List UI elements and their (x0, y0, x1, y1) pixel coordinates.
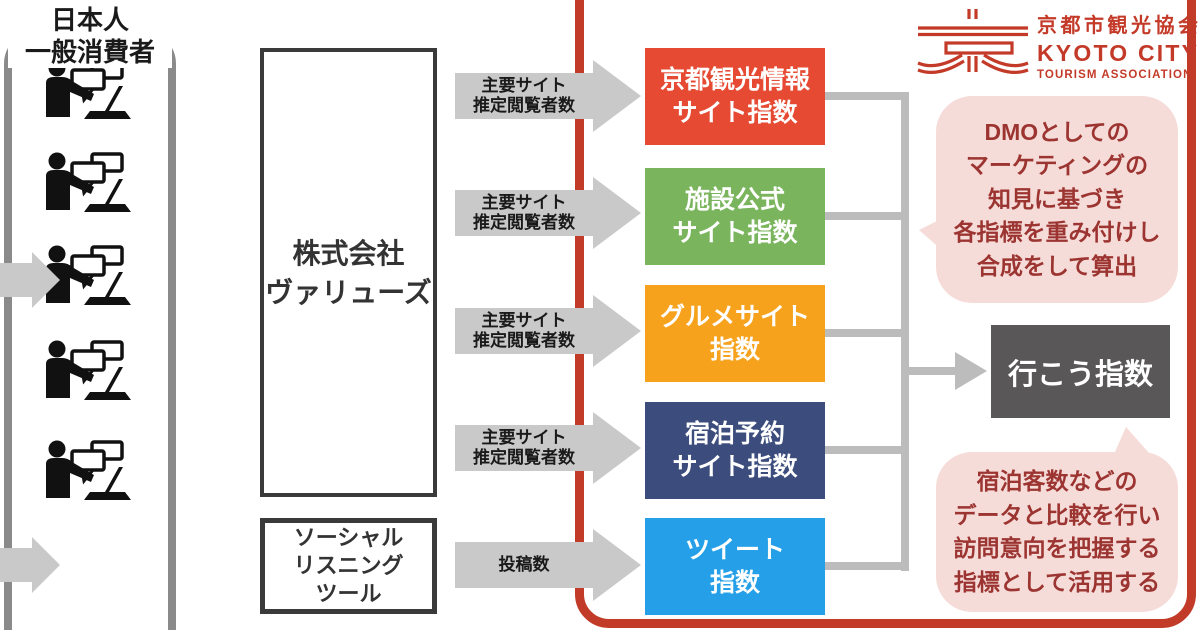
logo-en-name-line1: KYOTO CITY (1037, 40, 1200, 66)
index-box-tweet: ツイート指数 (645, 518, 825, 615)
consumers-title-line2: 一般消費者 (24, 37, 155, 67)
bubble-line: 知見に基づき (988, 185, 1126, 212)
index-box-gourmet-site: グルメサイト指数 (645, 285, 825, 382)
result-box-label: 行こう指数 (1007, 358, 1153, 391)
connector-vertical-line (901, 92, 909, 571)
bubble-line: 訪問意向を把握する (953, 535, 1161, 561)
bubble-weighting-note: DMOとしての マーケティングの 知見に基づき 各指標を重み付けし 合成をして算… (919, 96, 1178, 303)
person-at-laptop-icon (40, 152, 136, 216)
values-company-line1: 株式会社 (292, 237, 405, 269)
index-box-line2: サイト指数 (672, 98, 798, 127)
arrow-label: 主要サイト (481, 428, 567, 447)
index-box-facility-official-site: 施設公式サイト指数 (645, 168, 825, 265)
connector-line (820, 562, 905, 570)
arrow-label: 主要サイト (481, 193, 567, 212)
arrow-label: 推定閲覧者数 (473, 448, 575, 467)
index-box-kyoto-tourism-site: 京都観光情報サイト指数 (645, 48, 825, 145)
arrow-label: 推定閲覧者数 (473, 96, 575, 115)
values-company-box: 株式会社 ヴァリューズ (260, 48, 437, 497)
person-at-laptop-icon (40, 340, 136, 404)
index-box-line2: サイト指数 (672, 452, 798, 481)
arrow-post-count: 投稿数 (455, 529, 641, 601)
bubble-line: 宿泊客数などの (976, 468, 1138, 494)
arrow-label: 推定閲覧者数 (473, 331, 575, 350)
arrow-site-viewers-3: 主要サイト推定閲覧者数 (455, 295, 641, 367)
index-box-line2: 指数 (709, 568, 760, 597)
person-at-laptop-icon (40, 59, 136, 123)
arrow-site-viewers-4: 主要サイト推定閲覧者数 (455, 412, 641, 484)
social-box-line1: ソーシャル (293, 525, 404, 550)
arrow-site-viewers-2: 主要サイト推定閲覧者数 (455, 177, 641, 249)
connector-line (820, 92, 905, 100)
connector-line (820, 329, 905, 337)
arrow-to-result-head (955, 352, 987, 390)
bubble-line: 合成をして算出 (976, 252, 1138, 279)
arrow-label: 推定閲覧者数 (473, 213, 575, 232)
bubble-line: 指標として活用する (953, 568, 1161, 595)
arrow-label: 投稿数 (498, 555, 550, 574)
result-box-lets-go-index: 行こう指数 (991, 325, 1170, 418)
index-box-line1: グルメサイト (659, 302, 810, 331)
arrow-label: 主要サイト (481, 76, 567, 95)
values-company-line2: ヴァリューズ (265, 276, 432, 308)
index-box-line1: 施設公式 (684, 185, 785, 214)
index-box-line2: 指数 (709, 335, 760, 364)
kyoto-kyo-emblem-icon (913, 6, 1033, 78)
logo-en-name-line2: TOURISM ASSOCIATION (1037, 69, 1193, 81)
arrow-to-result (905, 367, 957, 375)
social-box-line3: ツール (315, 581, 382, 606)
index-box-line1: 京都観光情報 (659, 65, 810, 94)
arrow-consumers-to-social (0, 537, 60, 593)
arrow-consumers-to-values (0, 252, 60, 308)
consumers-title-line1: 日本人 (50, 5, 129, 35)
bubble-line: データと比較を行い (953, 501, 1161, 528)
consumers-title: 日本人 一般消費者 (8, 4, 172, 68)
logo-text-block: 京都市観光協会 KYOTO CITY TOURISM ASSOCIATION (1037, 9, 1200, 81)
bubble-line: マーケティングの (965, 152, 1149, 179)
person-at-laptop-icon (40, 440, 136, 504)
index-box-line1: ツイート (684, 535, 785, 564)
arrow-site-viewers-1: 主要サイト推定閲覧者数 (455, 60, 641, 132)
bubble-usage-note: 宿泊客数などの データと比較を行い 訪問意向を把握する 指標として活用する (936, 427, 1178, 612)
connector-line (820, 446, 905, 454)
bubble-line: DMOとしての (984, 118, 1130, 145)
social-listening-tool-box: ソーシャル リスニング ツール (260, 518, 437, 614)
social-box-line2: リスニング (293, 553, 404, 578)
index-box-line2: サイト指数 (672, 218, 798, 247)
connector-line (820, 212, 905, 220)
index-box-line1: 宿泊予約 (684, 419, 785, 448)
bubble-line: 各指標を重み付けし (953, 219, 1161, 246)
arrow-label: 主要サイト (481, 311, 567, 330)
index-box-lodging-reservation-site: 宿泊予約サイト指数 (645, 402, 825, 499)
logo-jp-name: 京都市観光協会 (1037, 15, 1200, 37)
